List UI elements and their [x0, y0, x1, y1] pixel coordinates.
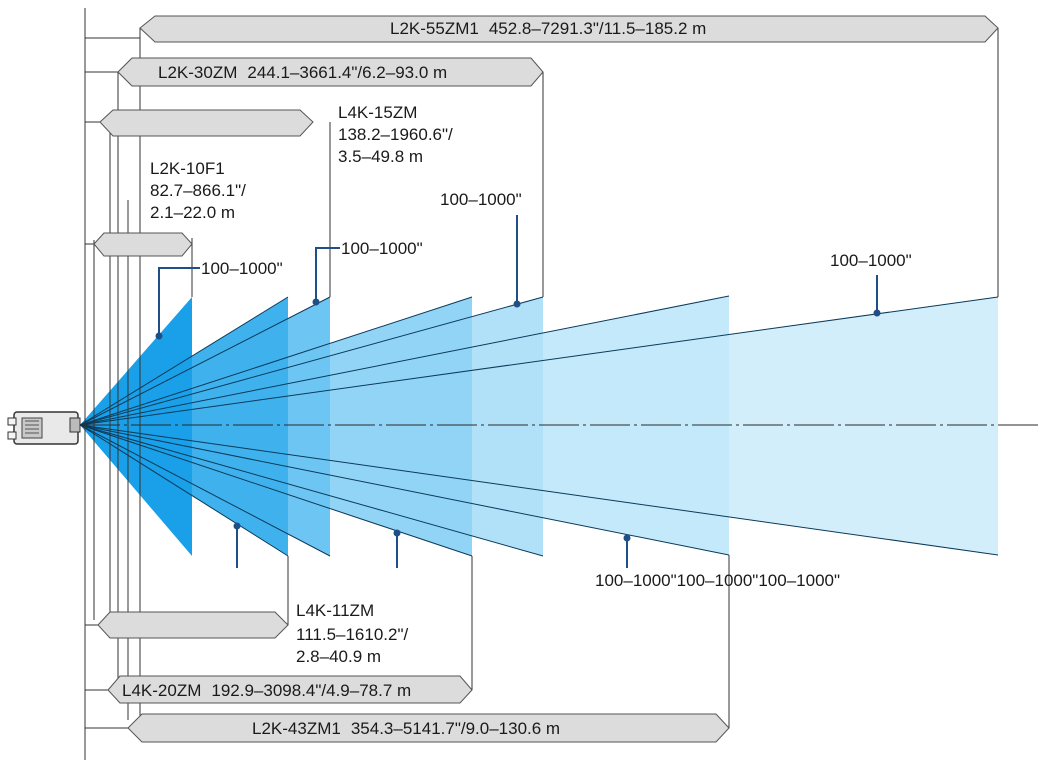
wedge-l2k-10f1: [80, 297, 192, 556]
bar-l4k-15zm: [99, 109, 314, 137]
size-label-l2k-55zm1: 100–1000": [830, 251, 912, 270]
size-label-l4k-15zm: 100–1000": [341, 239, 423, 258]
range-bars: [93, 15, 999, 743]
screen-size-leaders: [155, 215, 881, 568]
bar-l4k-20zm: [107, 675, 473, 704]
bar-l2k-55zm1: [139, 15, 999, 43]
size-label-l2k-10f1: 100–1000": [201, 259, 283, 278]
bar-l2k-10f1: [93, 232, 193, 257]
label-l2k-10f1: L2K-10F1 82.7–866.1"/ 2.1–22.0 m: [150, 159, 251, 222]
projector-icon: [7, 411, 81, 445]
bar-l2k-30zm: [117, 57, 544, 87]
bar-l2k-43zm1: [127, 713, 730, 743]
beam-lines: [79, 295, 999, 557]
size-label-l2k-30zm: 100–1000": [440, 190, 522, 209]
bar-l4k-11zm: [97, 611, 289, 639]
size-label-bottom-row: 100–1000"100–1000"100–1000": [595, 571, 840, 590]
label-l4k-15zm: L4K-15ZM 138.2–1960.6"/ 3.5–49.8 m: [338, 103, 457, 166]
label-l4k-11zm: L4K-11ZM 111.5–1610.2"/ 2.8–40.9 m: [296, 601, 413, 666]
